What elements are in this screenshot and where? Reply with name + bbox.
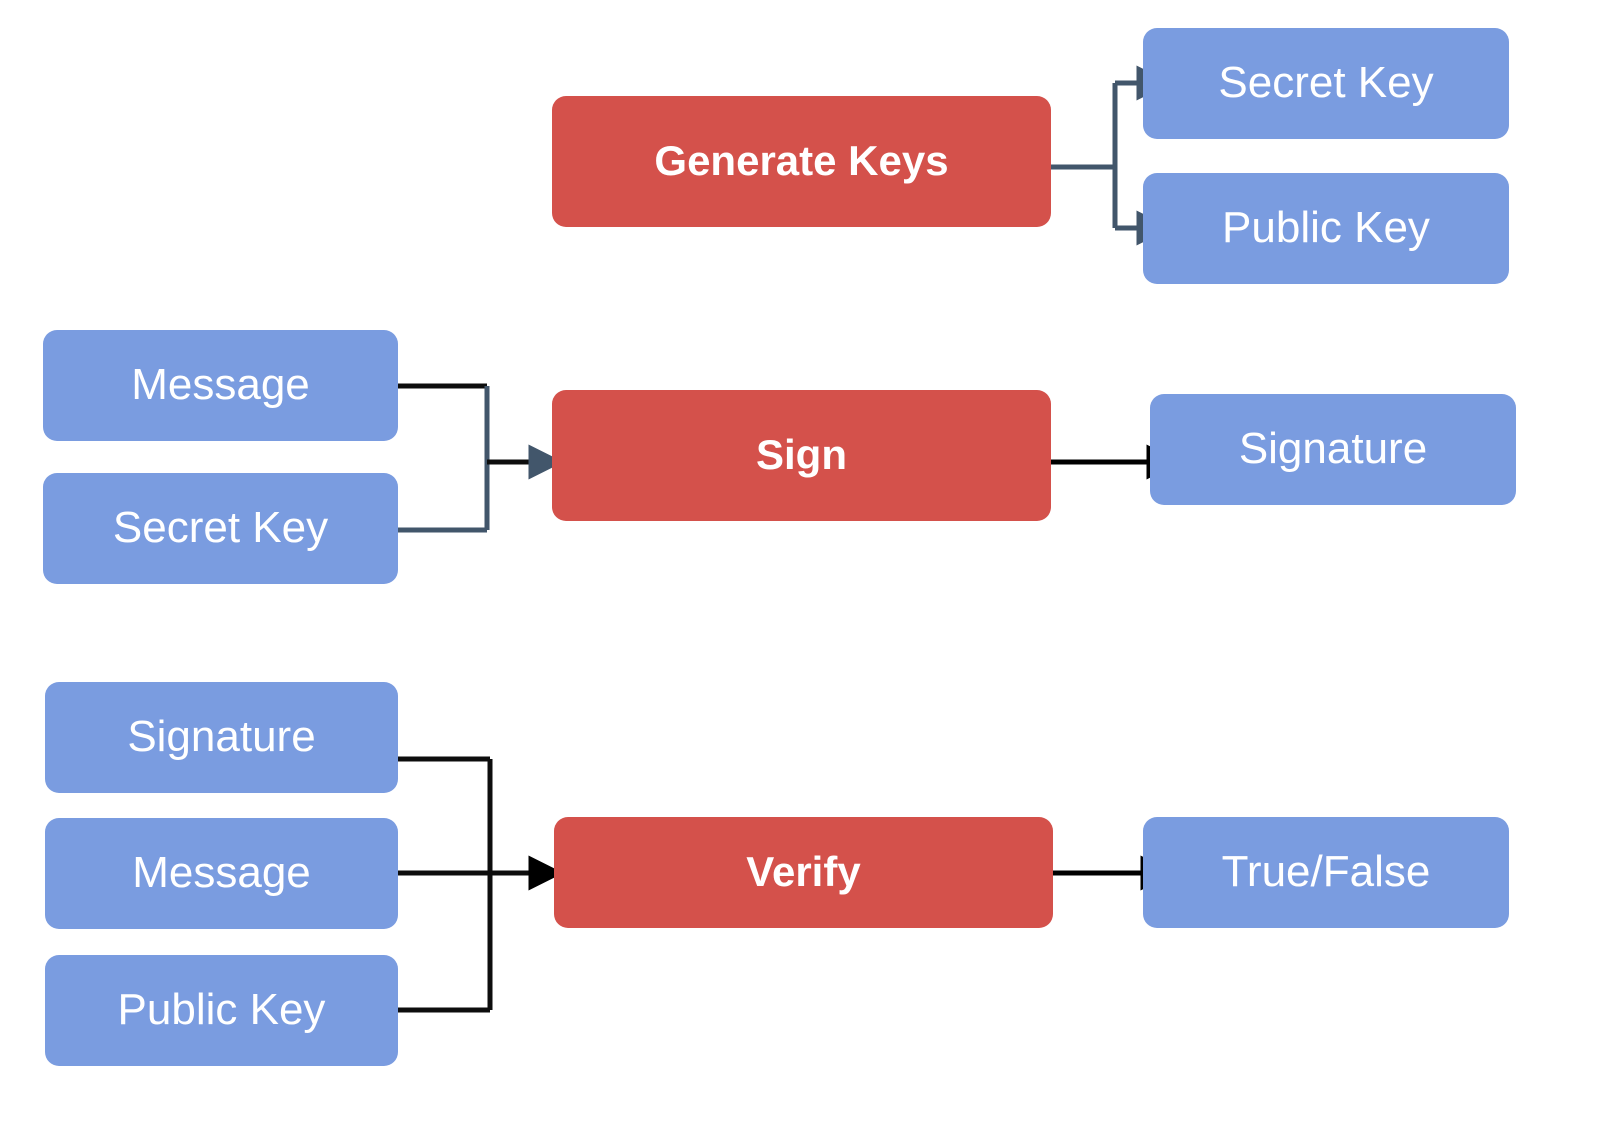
node-secret-key-output-label: Secret Key (1218, 58, 1434, 108)
node-verify-input-message-label: Message (132, 848, 311, 898)
node-true-false-output-label: True/False (1221, 847, 1431, 897)
node-sign[interactable]: Sign (552, 390, 1051, 521)
node-generate-keys-label: Generate Keys (654, 137, 949, 185)
node-verify-input-signature-label: Signature (127, 712, 316, 762)
node-verify[interactable]: Verify (554, 817, 1053, 928)
node-public-key-output-label: Public Key (1222, 203, 1430, 253)
node-secret-key-output[interactable]: Secret Key (1143, 28, 1509, 139)
node-sign-input-secret-key-label: Secret Key (112, 503, 329, 553)
node-public-key-output[interactable]: Public Key (1143, 173, 1509, 284)
node-verify-input-signature[interactable]: Signature (45, 682, 398, 793)
node-sign-input-message-label: Message (131, 360, 310, 410)
edge-signinputs-to-sign (398, 383, 564, 533)
node-sign-input-message[interactable]: Message (43, 330, 398, 441)
node-sign-label: Sign (756, 431, 847, 479)
node-generate-keys[interactable]: Generate Keys (552, 96, 1051, 227)
node-true-false-output[interactable]: True/False (1143, 817, 1509, 928)
node-verify-input-public-key-label: Public Key (117, 985, 326, 1035)
edge-verifyinputs-to-verify (398, 756, 564, 1013)
node-signature-output-label: Signature (1238, 424, 1428, 474)
node-signature-output[interactable]: Signature (1150, 394, 1516, 505)
node-verify-label: Verify (746, 848, 861, 896)
node-verify-input-message[interactable]: Message (45, 818, 398, 929)
node-sign-input-secret-key[interactable]: Secret Key (43, 473, 398, 584)
node-verify-input-public-key[interactable]: Public Key (45, 955, 398, 1066)
